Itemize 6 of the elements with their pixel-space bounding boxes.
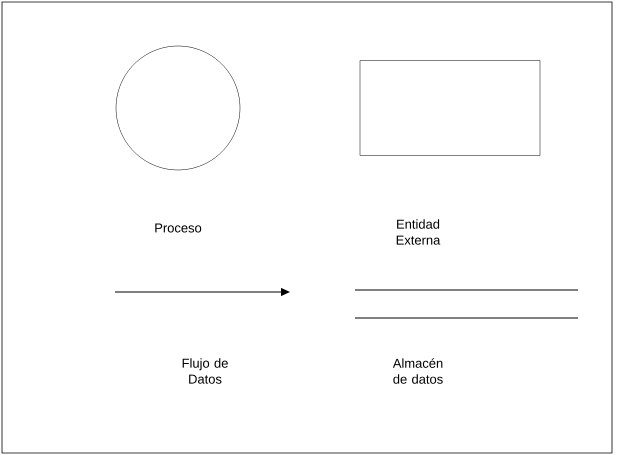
symbol-caption: Entidad Externa [396,219,440,245]
process-circle [116,46,240,170]
symbol-caption: Proceso [155,223,202,232]
symbol-caption: Flujo de Datos [182,358,228,384]
symbol-caption: Almacén de datos [392,358,443,384]
entity-rectangle [360,60,540,156]
